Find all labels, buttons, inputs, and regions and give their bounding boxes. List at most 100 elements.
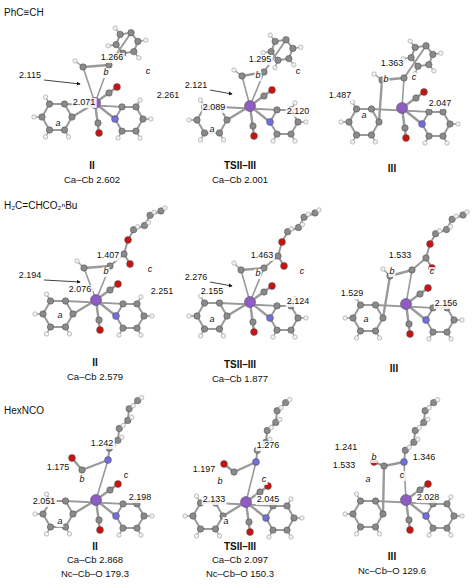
- atom-letter: b: [388, 267, 395, 277]
- atom-ball: [412, 44, 418, 50]
- atom-ball: [372, 524, 378, 530]
- atom-ball: [353, 132, 359, 138]
- atom-ball: [251, 329, 258, 336]
- leader-arrow: [210, 90, 232, 94]
- atom-ball: [231, 469, 237, 475]
- bond-length: 2.045: [256, 495, 281, 505]
- bond-length: 1.487: [328, 91, 353, 101]
- atom-ball: [261, 69, 267, 75]
- atom-ball: [426, 61, 432, 67]
- atom-ball: [343, 316, 347, 320]
- atom-ball: [130, 415, 134, 419]
- structure-label: TSII–III: [224, 359, 256, 370]
- atom-ball: [96, 517, 102, 523]
- atom-ball: [444, 525, 450, 531]
- bond-length: 2.155: [200, 287, 225, 297]
- atom-letter: a: [208, 315, 215, 325]
- atom-ball: [372, 72, 376, 76]
- atom-ball: [439, 51, 443, 55]
- atom-letter: c: [145, 67, 152, 77]
- atom-letter: c: [399, 471, 406, 481]
- atom-ball: [43, 95, 47, 99]
- atom-letter: b: [370, 453, 377, 463]
- atom-ball: [357, 498, 363, 504]
- atom-ball: [246, 519, 252, 525]
- atom-ball: [460, 318, 464, 322]
- atom-letter: b: [102, 267, 109, 277]
- structure-label: TSII–III: [224, 160, 256, 171]
- bond-length: 1.533: [388, 251, 413, 261]
- atom-ball: [96, 317, 102, 323]
- structure-label: II: [92, 541, 98, 552]
- atom-letter: b: [216, 477, 223, 487]
- atom-ball: [146, 220, 150, 224]
- atom-ball: [406, 517, 412, 523]
- atom-ball: [449, 533, 453, 537]
- atom-ball: [372, 498, 378, 504]
- bond-length: 1.407: [96, 251, 121, 261]
- atom-ball: [423, 43, 429, 49]
- atom-ball: [113, 513, 120, 520]
- atom-ball: [112, 116, 119, 123]
- atom-ball: [284, 527, 290, 533]
- atom-ball: [444, 329, 450, 335]
- leader-arrow: [44, 80, 80, 84]
- atom-ball: [376, 119, 382, 125]
- atom-ball: [454, 214, 458, 218]
- atom-ball: [274, 327, 280, 333]
- structure-label: II: [92, 357, 98, 368]
- atom-ball: [416, 437, 420, 441]
- atom-ball: [33, 312, 37, 316]
- atom-ball: [121, 251, 127, 257]
- atom-letter: a: [364, 475, 371, 485]
- atom-ball: [66, 135, 70, 139]
- geometry-metric: Ca–Cb 2.001: [212, 175, 268, 185]
- atom-ball: [269, 283, 276, 290]
- atom-ball: [133, 104, 139, 110]
- geometry-metric: Ca–Cb 2.097: [212, 555, 268, 565]
- atom-ball: [221, 334, 225, 338]
- bond-length: 2.276: [184, 273, 209, 283]
- atom-ball: [425, 481, 432, 488]
- geometry-metric: Nc–Cb–O 150.3: [206, 569, 274, 579]
- atom-ball: [408, 39, 412, 43]
- atom-ball: [419, 121, 426, 128]
- atom-ball: [224, 313, 230, 319]
- atom-letter: b: [254, 269, 261, 279]
- atom-ball: [274, 131, 280, 137]
- atom-ball: [401, 459, 408, 466]
- atom-ball: [401, 495, 412, 506]
- bond-length: 2.071: [72, 98, 97, 108]
- atom-ball: [141, 513, 147, 519]
- atom-ball: [140, 395, 144, 399]
- atom-ball: [39, 114, 45, 120]
- atom-ball: [212, 526, 218, 532]
- atom-ball: [241, 497, 252, 508]
- atom-ball: [216, 326, 222, 332]
- atom-ball: [261, 93, 267, 99]
- atom-ball: [61, 101, 67, 107]
- atom-ball: [402, 125, 408, 131]
- atom-ball: [268, 48, 274, 54]
- atom-ball: [448, 224, 452, 228]
- bond-length: 1.175: [46, 463, 71, 473]
- atom-ball: [427, 406, 431, 410]
- bond-length: 2.047: [428, 99, 453, 109]
- atom-ball: [423, 317, 430, 324]
- atom-ball: [135, 225, 139, 229]
- atom-ball: [91, 295, 102, 306]
- atom-ball: [436, 397, 440, 401]
- atom-ball: [127, 261, 134, 268]
- atom-letter: a: [56, 517, 63, 527]
- geometry-metric: Ca–Cb 2.602: [64, 175, 120, 185]
- bond-length: 2.261: [156, 91, 181, 101]
- bond-length: 1.295: [248, 55, 273, 65]
- atom-ball: [372, 302, 378, 308]
- atom-ball: [406, 321, 412, 327]
- atom-ball: [289, 497, 293, 501]
- atom-ball: [350, 140, 354, 144]
- atom-ball: [350, 511, 356, 517]
- atom-ball: [261, 265, 267, 271]
- geometry-metric: Ca–Cb 1.877: [212, 374, 268, 384]
- atom-ball: [426, 109, 432, 115]
